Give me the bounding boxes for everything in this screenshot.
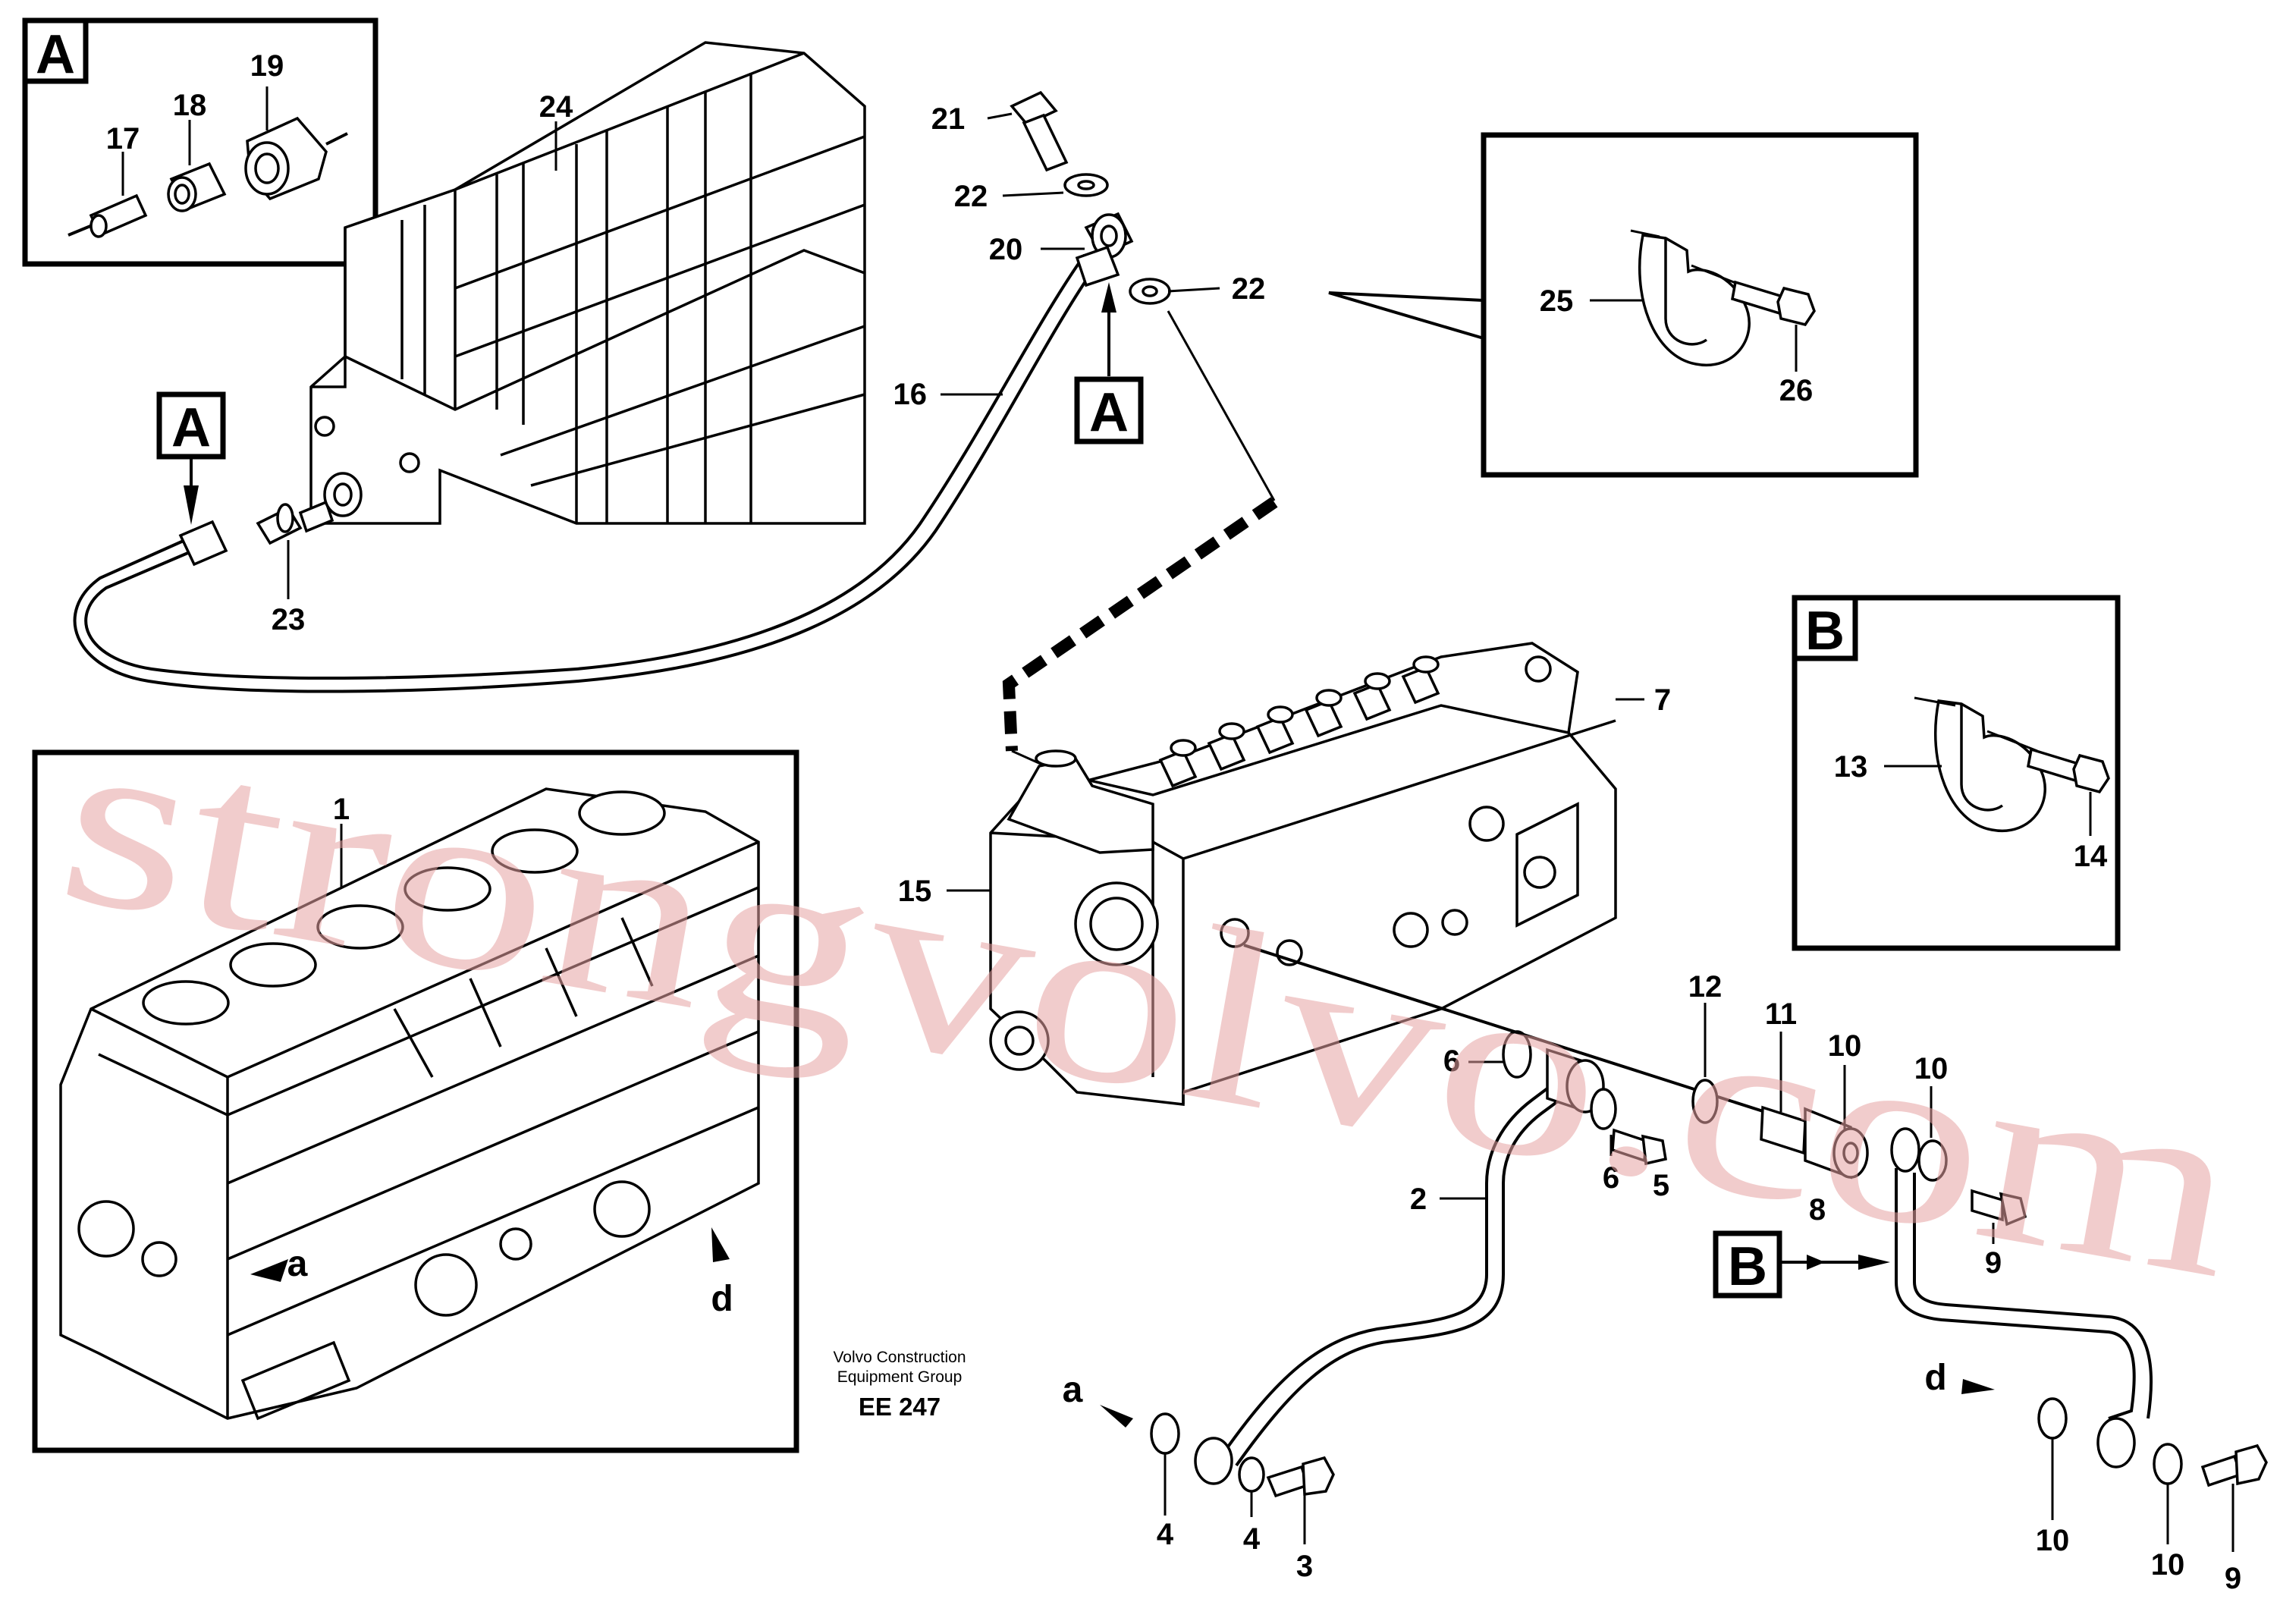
label-2: 2 <box>1410 1183 1427 1216</box>
part-17-sleeve <box>68 193 148 238</box>
part-18-ring <box>167 162 227 212</box>
label-21: 21 <box>931 102 966 136</box>
ref-a-block: a <box>287 1244 308 1284</box>
label-3: 3 <box>1296 1550 1313 1583</box>
label-9-upper: 9 <box>1985 1246 2002 1280</box>
label-8: 8 <box>1809 1193 1826 1227</box>
label-10-a: 10 <box>1828 1029 1862 1063</box>
svg-text:A: A <box>171 397 211 458</box>
label-14: 14 <box>2074 840 2108 873</box>
washer-22-right: 22 <box>1129 272 1266 306</box>
label-4-left: 4 <box>1157 1518 1174 1551</box>
label-12: 12 <box>1688 970 1723 1004</box>
label-6-lower: 6 <box>1603 1161 1619 1195</box>
fuel-pipe-2: 2 <box>1220 1076 1572 1467</box>
ref-a-pipe: a <box>1063 1370 1083 1410</box>
label-26: 26 <box>1779 374 1814 407</box>
label-10-d: 10 <box>2151 1548 2185 1582</box>
label-23: 23 <box>272 603 306 636</box>
callout-a-left: A <box>156 391 226 525</box>
label-19: 19 <box>250 49 284 83</box>
label-10-b: 10 <box>1914 1052 1949 1085</box>
banjo-bolt-21: 21 <box>931 90 1069 172</box>
banjo-6-upper: 6 5 6 <box>1443 1030 1669 1202</box>
label-25: 25 <box>1540 284 1574 318</box>
cover-housing-24: 24 <box>309 41 866 525</box>
delivery-valves <box>1158 655 1440 788</box>
label-17: 17 <box>106 122 140 155</box>
bottom-fittings-a: 4 4 3 a <box>1063 1370 1335 1583</box>
label-6-upper: 6 <box>1443 1044 1460 1078</box>
label-10-c: 10 <box>2036 1524 2070 1557</box>
engine-block-detail: 1 a d <box>32 749 799 1453</box>
label-13: 13 <box>1834 750 1868 784</box>
label-15: 15 <box>898 875 932 908</box>
detail-a-letter: A <box>36 24 75 85</box>
label-22-right: 22 <box>1232 272 1266 306</box>
figure-code: EE 247 <box>859 1393 941 1421</box>
ref-d-block: d <box>711 1279 733 1319</box>
label-1: 1 <box>333 793 350 826</box>
callout-a-top: A <box>1074 282 1144 444</box>
detail-box-a: A 17 18 19 <box>22 17 378 267</box>
label-9-lower: 9 <box>2225 1562 2241 1595</box>
detail-box-clamp: 25 26 <box>1328 132 1919 478</box>
svg-text:B: B <box>1728 1236 1767 1297</box>
label-18: 18 <box>173 89 207 122</box>
bottom-fittings-d: 10 10 9 d <box>1924 1358 2268 1595</box>
callout-b: B <box>1713 1230 1890 1299</box>
credit-block: Volvo Construction Equipment Group EE 24… <box>833 1349 966 1421</box>
detail-b-letter: B <box>1805 601 1845 661</box>
svg-text:A: A <box>1089 382 1129 443</box>
injection-pump-7: 7 15 <box>898 642 1671 1106</box>
ref-d-pipe: d <box>1924 1358 1946 1398</box>
credit-line-2: Equipment Group <box>837 1368 963 1386</box>
label-16: 16 <box>893 378 928 411</box>
overflow-pipe-8: 12 11 10 10 8 9 <box>1243 944 2153 1420</box>
label-22-top: 22 <box>954 180 988 213</box>
label-11: 11 <box>1765 997 1797 1031</box>
fitting-23: 23 <box>256 472 363 636</box>
label-7: 7 <box>1654 683 1671 717</box>
oil-line-16: 16 <box>73 253 1100 693</box>
washer-22-top: 22 <box>954 173 1109 213</box>
label-20: 20 <box>989 233 1023 266</box>
label-5: 5 <box>1653 1169 1669 1202</box>
banjo-20: 20 <box>989 212 1134 287</box>
part-19-nut <box>244 116 348 201</box>
label-4-right: 4 <box>1243 1522 1261 1556</box>
label-24: 24 <box>539 90 573 124</box>
detail-box-b: B 13 14 <box>1792 595 2121 951</box>
credit-line-1: Volvo Construction <box>833 1349 966 1366</box>
